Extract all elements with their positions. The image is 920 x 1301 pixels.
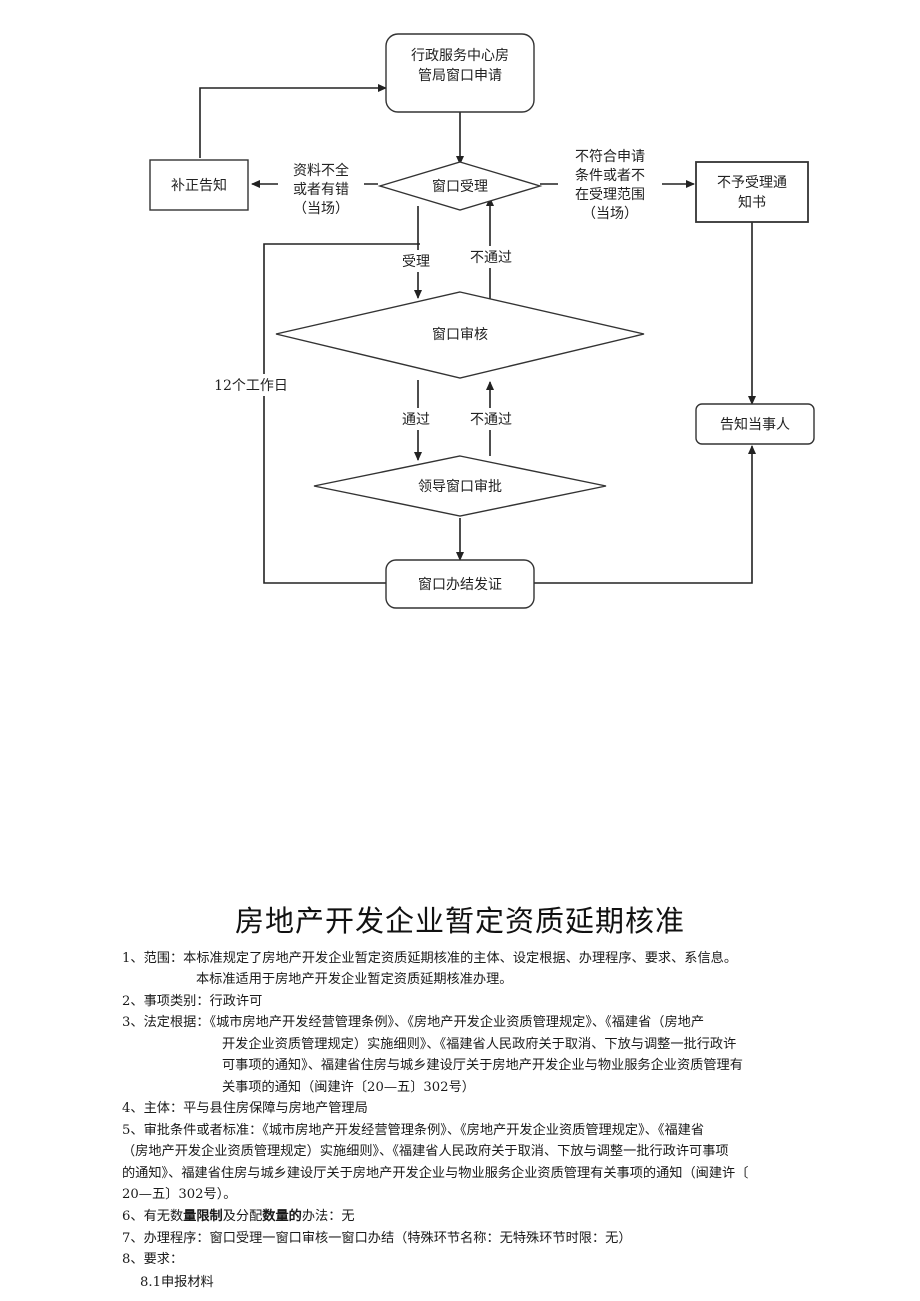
- node-issue: [385, 559, 535, 609]
- section-7: 7、办理程序：窗口受理一窗口审核一窗口办结（特殊环节名称：无特殊环节时限：无）: [122, 1231, 632, 1246]
- node-apply: [385, 33, 535, 113]
- correct-notice-label: 补正告知: [171, 177, 227, 194]
- section-2: 2、事项类别：行政许可: [122, 994, 263, 1009]
- section-5-line-3: 的通知》、福建省住房与城乡建设厅关于房地产开发企业与物业服务企业资质管理有关事项…: [122, 1166, 749, 1181]
- nonconform-line-1: 不符合申请: [575, 149, 645, 165]
- node-review-diamond: [275, 291, 645, 379]
- apply-line-2: 管局窗口申请: [418, 67, 502, 84]
- arrow-correct-to-apply: [199, 84, 387, 158]
- section-8-1: 8.1申报材料: [140, 1275, 214, 1290]
- pass-label: 通过: [402, 412, 430, 428]
- approve-diamond-label: 领导窗口审批: [418, 478, 502, 495]
- section-4: 4、主体：平与县住房保障与房地产管理局: [122, 1101, 368, 1116]
- fail-label-1: 不通过: [470, 250, 512, 266]
- inform-label: 告知当事人: [720, 416, 790, 433]
- section-6-part-4: 数量的: [262, 1209, 302, 1224]
- incomplete-line-1: 资料不全: [293, 162, 349, 179]
- accepted-label: 受理: [402, 254, 430, 270]
- node-approve-diamond: [313, 455, 607, 517]
- document-title: 房地产开发企业暂定资质延期核准: [234, 904, 685, 938]
- nonconform-line-3: 在受理范围: [575, 186, 645, 203]
- section-8: 8、要求：: [122, 1252, 184, 1267]
- line-12-days: [263, 243, 420, 584]
- section-6-part-3: 及分配: [222, 1209, 263, 1224]
- section-3-line-3: 可事项的通知》、福建省住房与城乡建设厅关于房地产开发企业与物业服务企业资质管理有: [222, 1058, 743, 1073]
- incomplete-line-2: 或者有错: [293, 182, 349, 198]
- node-inform: [695, 403, 815, 445]
- reject-notice-line-2: 知书: [738, 194, 766, 211]
- section-5-line-4: 20—五〕302号）。: [122, 1187, 237, 1202]
- node-reject-notice: [695, 161, 809, 223]
- fail-label-2: 不通过: [470, 412, 512, 428]
- accept-diamond-label: 窗口受理: [432, 178, 488, 195]
- section-3-line-2: 开发企业资质管理规定）实施细则》、《福建省人民政府关于取消、下放与调整一批行政许: [222, 1037, 737, 1052]
- nonconform-line-4: （当场）: [582, 206, 638, 222]
- section-3-line-4: 关事项的通知（闽建许〔20—五〕302号）: [222, 1080, 475, 1095]
- section-1-line-2: 本标准适用于房地产开发企业暂定资质延期核准办理。: [196, 972, 513, 987]
- apply-line-1: 行政服务中心房: [411, 48, 509, 64]
- arrow-issue-to-inform: [534, 445, 756, 584]
- section-5-line-2: （房地产开发企业资质管理规定）实施细则》、《福建省人民政府关于取消、下放与调整一…: [122, 1144, 729, 1159]
- approval-flowchart: 行政服务中心房 管局窗口申请 补正告知 资料不全 或者有错 （当场） 窗口受理 …: [149, 33, 815, 609]
- days-label: 12个工作日: [214, 378, 288, 394]
- reject-notice-line-1: 不予受理通: [717, 175, 787, 191]
- section-6-part-1: 6、有无数: [122, 1209, 184, 1224]
- section-5-line-1: 5、审批条件或者标准：《城市房地产开发经营管理条例》、《房地产开发企业资质管理规…: [122, 1123, 705, 1138]
- section-1-line-1: 1、范围：本标准规定了房地产开发企业暂定资质延期核准的主体、设定根据、办理程序、…: [122, 951, 738, 966]
- section-6: 6、有无数量限制及分配数量的办法：无: [122, 1206, 920, 1228]
- incomplete-line-3: （当场）: [293, 201, 349, 217]
- section-6-part-2: 量限制: [183, 1209, 223, 1224]
- node-correct-notice: [149, 159, 249, 211]
- node-accept-diamond: [377, 161, 543, 211]
- section-3-line-1: 3、法定根据：《城市房地产开发经营管理条例》、《房地产开发企业资质管理规定》、《…: [122, 1015, 705, 1030]
- issue-label: 窗口办结发证: [418, 576, 502, 593]
- review-diamond-label: 窗口审核: [432, 326, 488, 343]
- section-6-part-5: 办法：无: [301, 1209, 355, 1224]
- nonconform-line-2: 条件或者不: [575, 167, 645, 184]
